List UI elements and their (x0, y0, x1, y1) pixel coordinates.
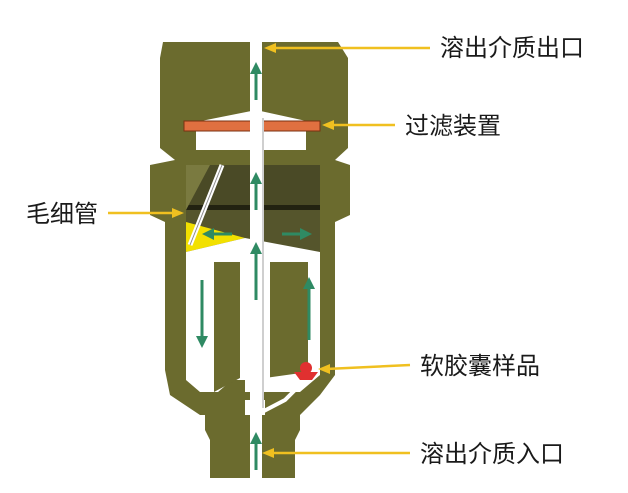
label-outlet: 溶出介质出口 (440, 34, 584, 62)
capsule-sample (294, 362, 318, 380)
flow-arrows (196, 62, 315, 470)
yellow-wedge (186, 222, 245, 252)
label-inlet: 溶出介质入口 (420, 440, 564, 468)
label-filter: 过滤装置 (405, 112, 501, 140)
leader-lines (108, 43, 430, 458)
label-capsule-sample: 软胶囊样品 (420, 352, 540, 380)
label-capillary: 毛细管 (26, 200, 98, 228)
